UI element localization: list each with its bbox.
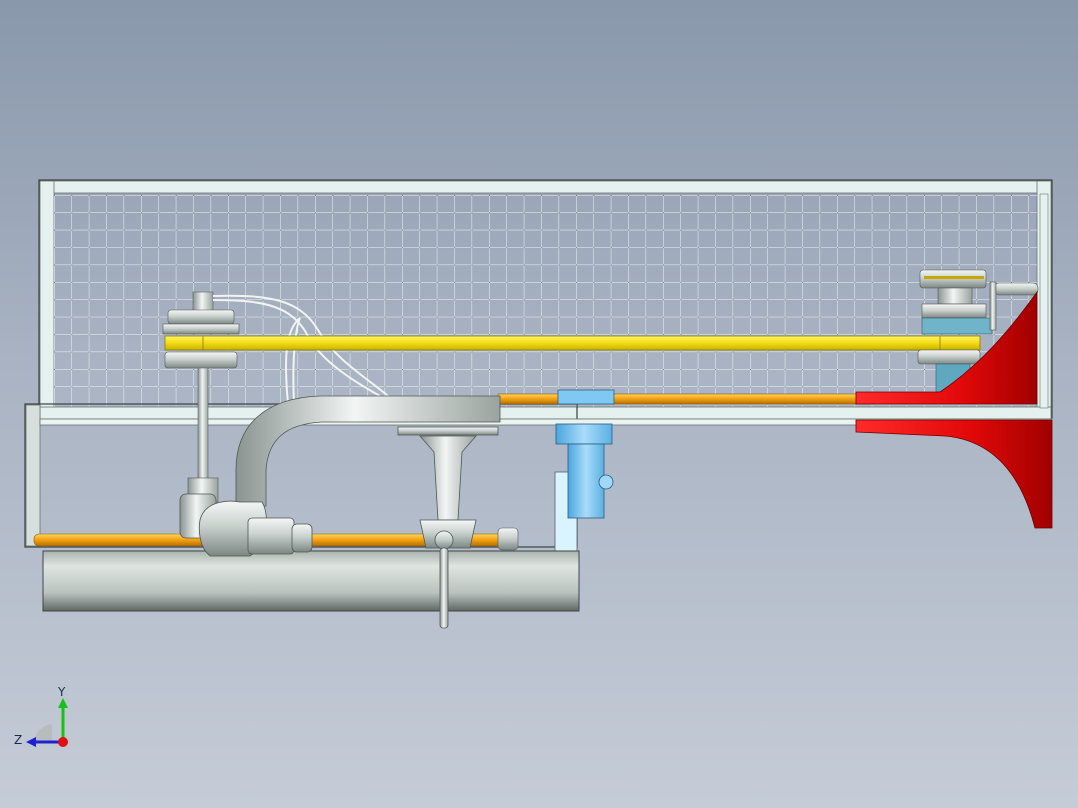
red-hopper[interactable]	[855, 290, 1053, 529]
x-axis-dot	[58, 737, 68, 747]
z-axis-label: Z	[14, 733, 22, 747]
upper-shaft[interactable]	[497, 393, 871, 405]
coordinate-triad: Y Z	[14, 685, 68, 747]
blue-coupling[interactable]	[555, 389, 615, 519]
y-axis-label: Y	[57, 685, 66, 699]
valve-assembly[interactable]	[397, 426, 499, 629]
upper-frame[interactable]	[38, 179, 1053, 420]
right-motor-assembly[interactable]	[917, 269, 1039, 393]
right-end-plate	[1039, 193, 1049, 409]
elbow-pipe[interactable]	[179, 395, 501, 557]
base-tank[interactable]	[42, 550, 580, 612]
drive-belt[interactable]	[164, 335, 981, 351]
